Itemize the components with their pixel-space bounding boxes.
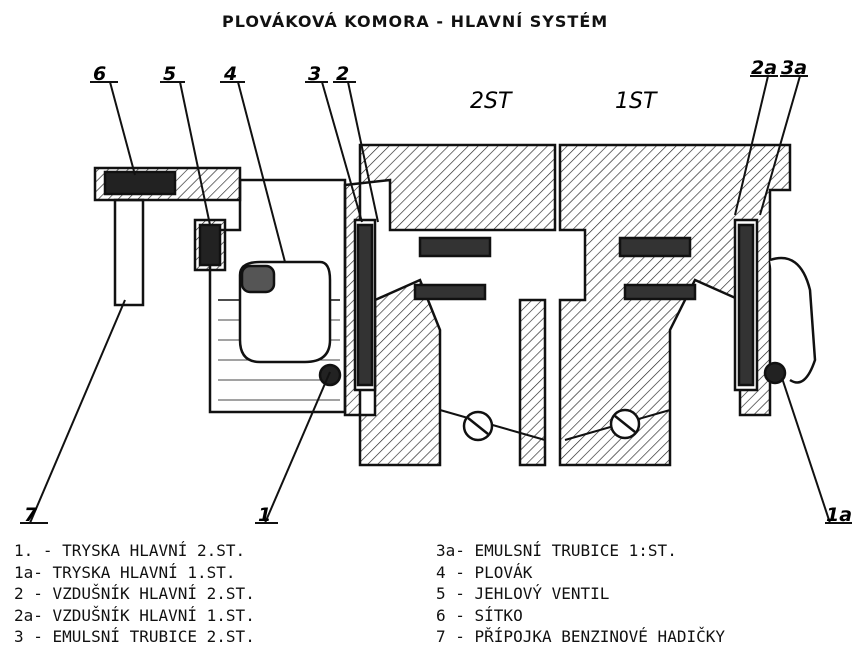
legend-item: 7 - PŘÍPOJKA BENZINOVÉ HADIČKY <box>436 627 725 646</box>
emulsion-tube-2st <box>356 223 374 387</box>
inlet-pipe <box>113 198 145 307</box>
callout-5: 5 <box>163 63 176 85</box>
legend-left: 1. - TRYSKA HLAVNÍ 2.ST. 1a- TRYSKA HLAV… <box>14 540 255 648</box>
carburetor-cross-section: 2ST 1ST 6 5 4 3 2 2a 3a 7 1 1a <box>20 57 852 526</box>
callout-1a: 1a <box>826 504 852 526</box>
legend-item: 2 - VZDUŠNÍK HLAVNÍ 2.ST. <box>14 584 255 603</box>
stage-label-2st: 2ST <box>470 89 513 114</box>
legend-item: 3 - EMULSNÍ TRUBICE 2.ST. <box>14 627 255 646</box>
callout-4: 4 <box>223 63 237 85</box>
legend-right: 3a- EMULSNÍ TRUBICE 1:ST. 4 - PLOVÁK 5 -… <box>436 540 725 648</box>
diagram-title: PLOVÁKOVÁ KOMORA - HLAVNÍ SYSTÉM <box>222 12 609 31</box>
strainer <box>103 170 177 196</box>
callout-6: 6 <box>93 63 106 85</box>
legend-item: 4 - PLOVÁK <box>436 562 533 582</box>
legend-item: 5 - JEHLOVÝ VENTIL <box>436 584 610 603</box>
legend-item: 1. - TRYSKA HLAVNÍ 2.ST. <box>14 541 246 560</box>
main-jet-2st <box>318 363 342 387</box>
float-tab <box>240 264 276 294</box>
main-jet-1st <box>763 361 787 385</box>
callout-7: 7 <box>24 504 38 526</box>
callout-3a: 3a <box>781 57 807 79</box>
legend-item: 1a- TRYSKA HLAVNÍ 1.ST. <box>14 562 236 582</box>
callout-2a: 2a <box>751 57 777 79</box>
legend-item: 2a- VZDUŠNÍK HLAVNÍ 1.ST. <box>14 605 255 625</box>
legend-item: 3a- EMULSNÍ TRUBICE 1:ST. <box>436 541 677 560</box>
callout-3: 3 <box>308 63 321 85</box>
body-2st <box>343 143 557 467</box>
legend-item: 6 - SÍTKO <box>436 605 523 625</box>
body-1st <box>558 143 792 467</box>
emulsion-tube-1st <box>737 223 755 387</box>
stage-label-1st: 1ST <box>615 89 658 114</box>
callout-1: 1 <box>258 504 271 526</box>
callout-2: 2 <box>336 63 349 85</box>
